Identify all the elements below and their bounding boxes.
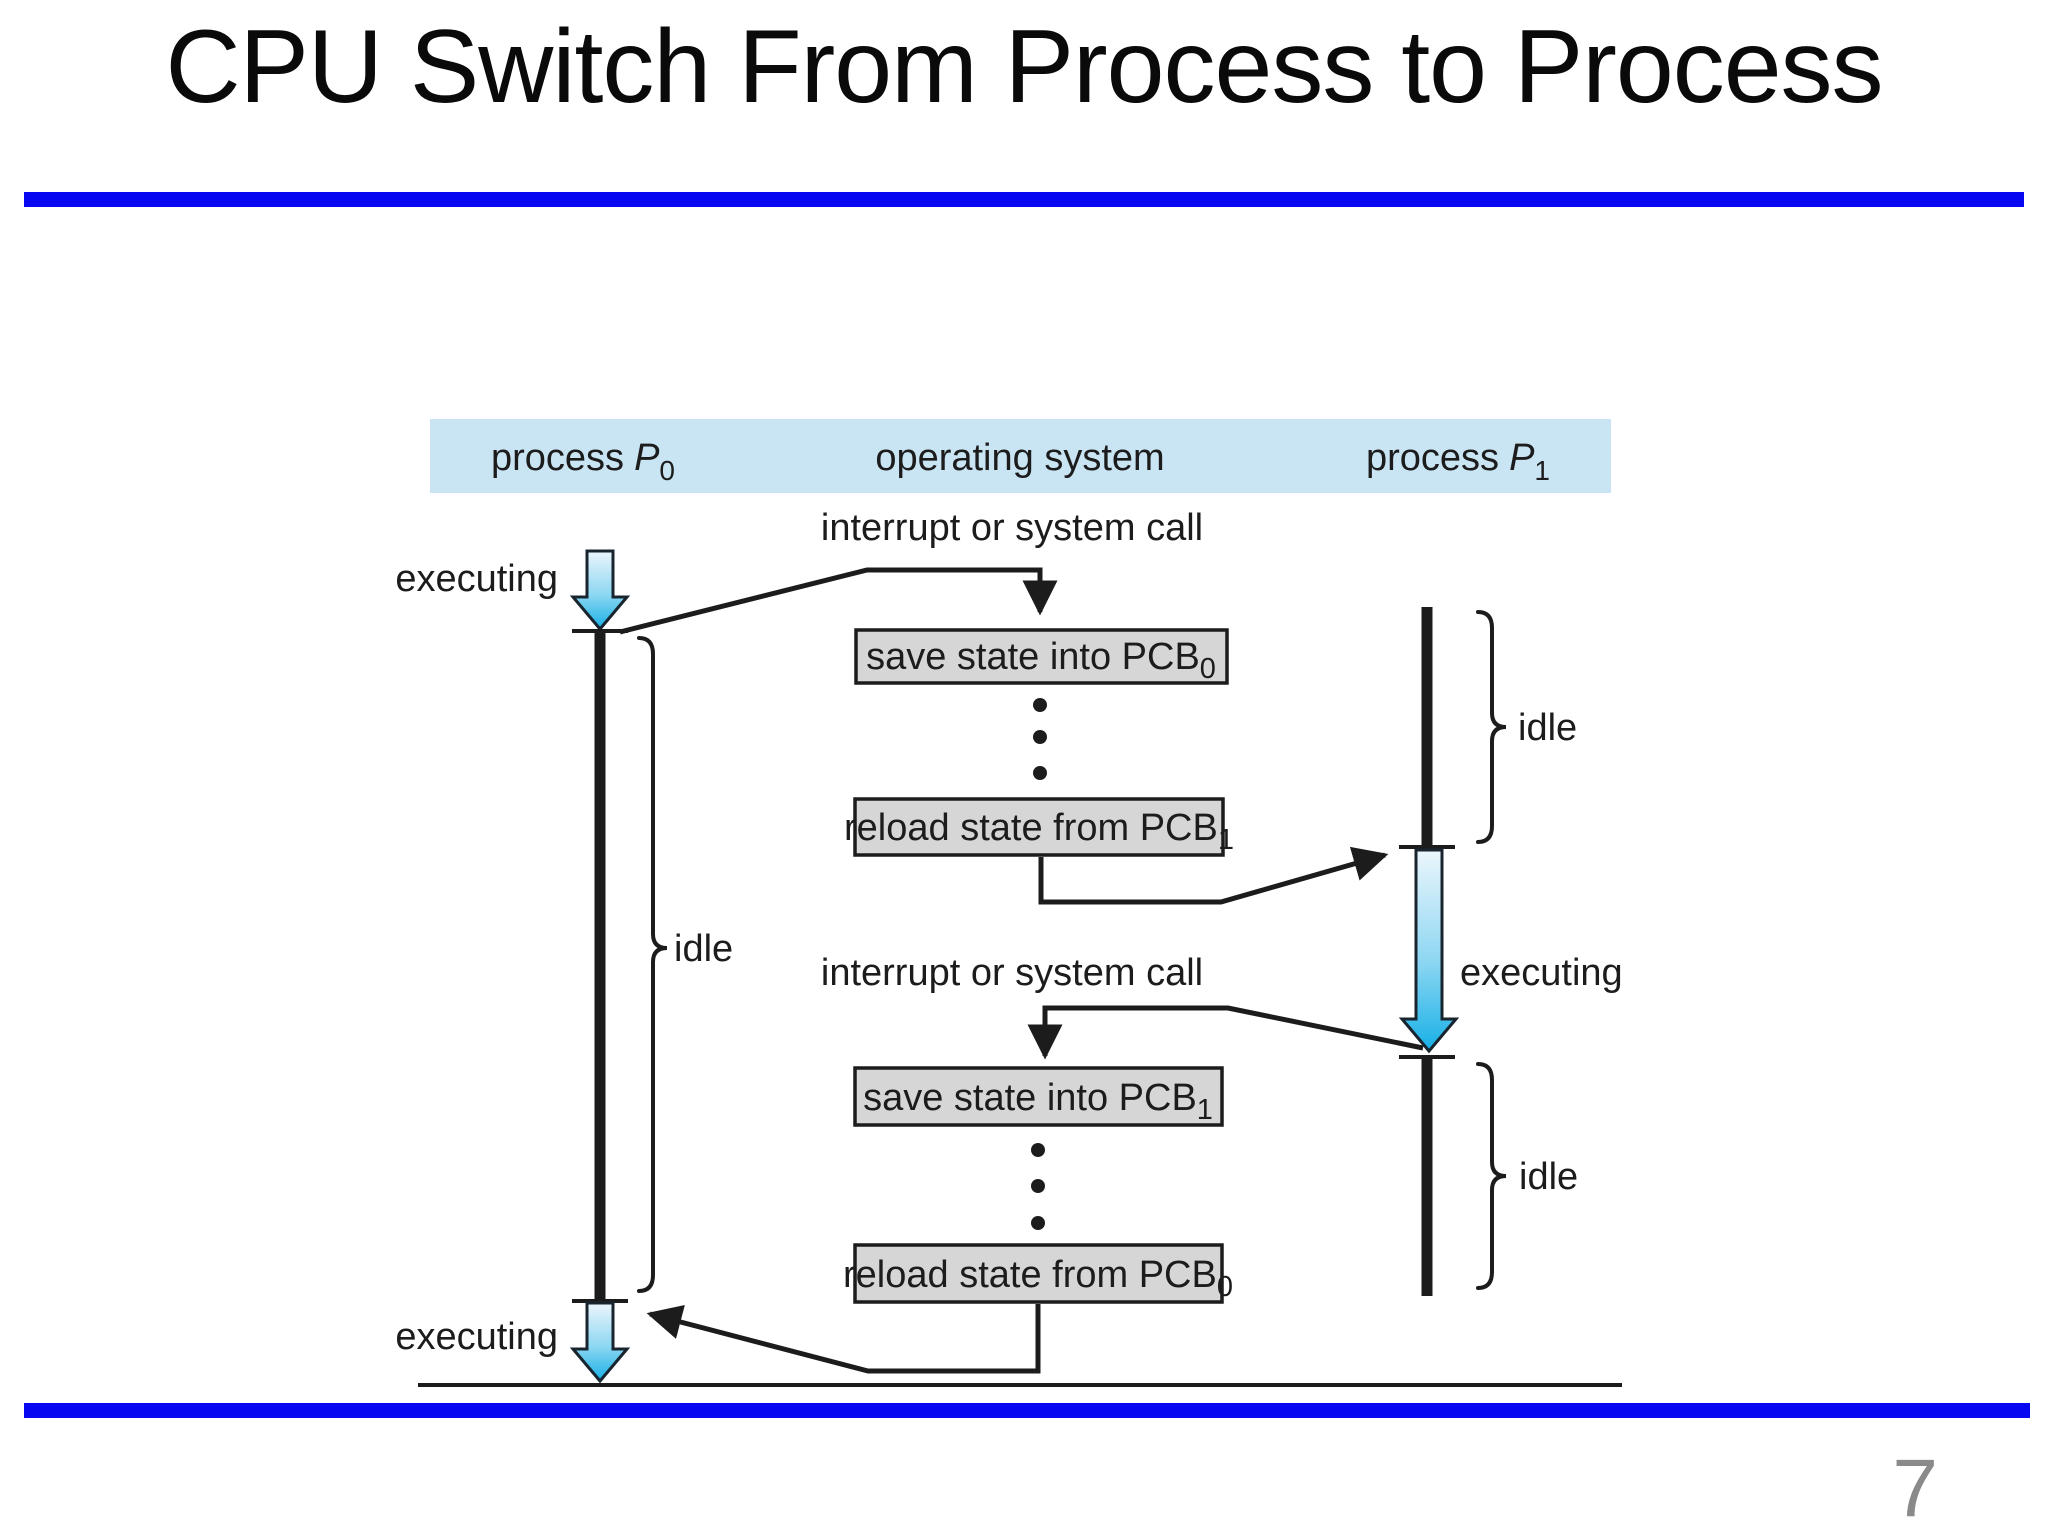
executing-arrow-p0-bottom [569,1301,631,1384]
ellipsis-dots-top [1033,698,1047,780]
box-label-save-state-pcb0: save state into PCB0 [866,636,1216,685]
page-number: 7 [1892,1443,1938,1534]
idle-label-p0: idle [674,928,733,970]
box-label-reload-state-pcb0: reload state from PCB0 [843,1254,1233,1303]
interrupt-label-top: interrupt or system call [821,507,1203,549]
box-reload-state-pcb0 [853,1243,1224,1304]
connector-p1-to-save-pcb1 [1027,1005,1424,1060]
box-reload-state-pcb1 [853,797,1225,857]
idle-label-p1-bottom: idle [1519,1156,1578,1198]
footer-rule [24,1403,2030,1418]
ellipsis-dots-bottom [1031,1143,1045,1230]
connector-reload-pcb1-to-p1 [1038,846,1389,905]
interrupt-label-middle: interrupt or system call [821,952,1203,994]
column-header-band [430,419,1611,493]
executing-label-p0-top: executing [395,558,558,600]
slide-title: CPU Switch From Process to Process [165,9,1883,125]
executing-arrow-p1 [1398,848,1460,1054]
box-label-save-state-pcb1: save state into PCB1 [863,1077,1213,1126]
title-divider-rule [24,192,2024,207]
idle-brace-p1-top [1476,610,1507,844]
executing-arrow-p0-top [569,549,631,632]
box-label-reload-state-pcb1: reload state from PCB1 [844,807,1234,856]
executing-label-p1: executing [1460,952,1623,994]
connector-p0-to-save-pcb0 [619,567,1058,635]
idle-brace-p1-bottom [1476,1062,1507,1290]
idle-label-p1-top: idle [1518,707,1577,749]
connector-reload-pcb0-to-p0 [646,1304,1041,1374]
idle-brace-p0 [637,636,668,1293]
column-header-operating-system: operating system [875,437,1164,479]
box-save-state-pcb1 [853,1066,1224,1127]
box-save-state-pcb0 [854,628,1229,685]
executing-label-p0-bottom: executing [395,1316,558,1358]
